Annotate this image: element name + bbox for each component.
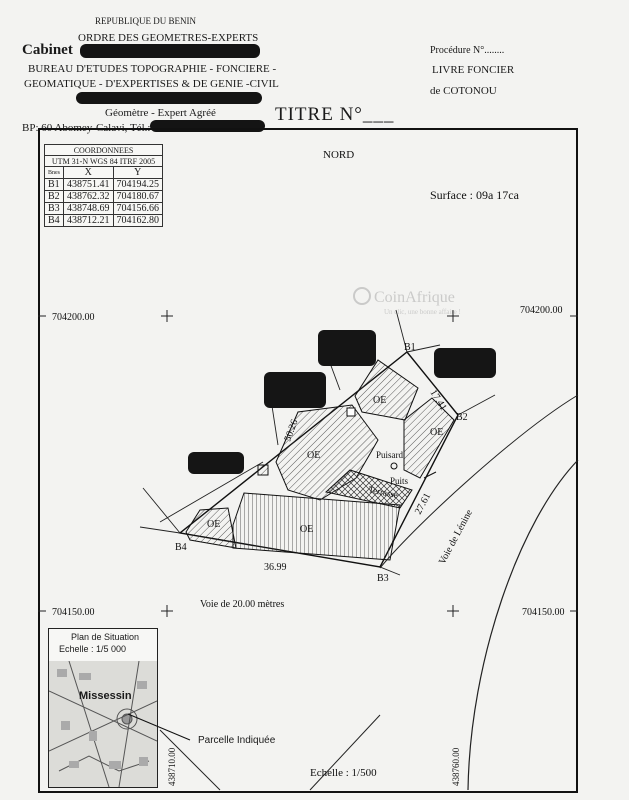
corner-b1: B1 bbox=[404, 342, 416, 353]
north-tick bbox=[423, 471, 437, 479]
road-line bbox=[309, 714, 381, 791]
small-structure bbox=[257, 464, 269, 476]
neighbour-lines bbox=[139, 309, 496, 576]
situation-place: Missessin bbox=[79, 690, 132, 702]
surface-label: Surface : 09a 17ca bbox=[430, 188, 520, 202]
corner-b3: B3 bbox=[377, 573, 389, 584]
building-oe-1 bbox=[354, 359, 419, 421]
building-oe-5 bbox=[185, 507, 237, 549]
situation-map: Missessin bbox=[49, 661, 157, 787]
redaction-cabinet bbox=[80, 44, 260, 58]
grid-x-left: 438710.00 bbox=[167, 747, 177, 786]
road-20m-label: Voie de 20.00 mètres bbox=[200, 599, 284, 610]
corner-b2: B2 bbox=[456, 412, 468, 423]
titre-label: TITRE N°___ bbox=[275, 104, 395, 125]
expert-label: Géomètre - Expert Agréé bbox=[105, 107, 216, 119]
oe-label: OE bbox=[300, 524, 313, 535]
redaction-name bbox=[76, 92, 262, 104]
distance-b3-b4: 36.99 bbox=[264, 562, 287, 573]
watermark-logo-icon bbox=[353, 287, 371, 305]
puits-label: Puits bbox=[390, 476, 409, 486]
bureau-label: BUREAU D'ETUDES TOPOGRAPHIE - FONCIERE - bbox=[28, 63, 277, 75]
situation-inset: Plan de Situation Echelle : 1/5 000 Miss… bbox=[48, 628, 158, 788]
procedure-label: Procédure N°........ bbox=[430, 45, 505, 56]
redaction-neighbour bbox=[188, 452, 244, 474]
oe-label: OE bbox=[207, 519, 220, 530]
grid-y-top-right: 704200.00 bbox=[520, 305, 563, 316]
oe-label: OE bbox=[373, 395, 386, 406]
coordinates-table: COORDONNEES UTM 31-N WGS 84 ITRF 2005 Bn… bbox=[44, 144, 163, 227]
parcel-indicated-label: Parcelle Indiquée bbox=[198, 735, 276, 746]
road-line bbox=[159, 729, 221, 791]
corner-b4: B4 bbox=[175, 542, 187, 553]
watermark-tagline: Un clic, une bonne affaire ! bbox=[384, 308, 461, 316]
grid-y-bottom-right: 704150.00 bbox=[522, 607, 565, 618]
situation-title: Plan de Situation bbox=[71, 632, 140, 642]
small-structure bbox=[346, 407, 356, 417]
terrace bbox=[324, 469, 413, 509]
north-label: NORD bbox=[323, 149, 354, 161]
situation-map-drawing bbox=[49, 661, 157, 787]
cabinet-label: Cabinet bbox=[22, 42, 73, 58]
scale-label: Echelle : 1/500 bbox=[310, 767, 377, 779]
redaction-neighbour bbox=[318, 330, 376, 366]
grid-crosses bbox=[38, 310, 578, 617]
republic-label: REPUBLIQUE DU BENIN bbox=[95, 16, 196, 26]
puisard-label: Puisard bbox=[376, 450, 404, 460]
watermark: CoinAfrique Un clic, une bonne affaire ! bbox=[353, 287, 461, 316]
road-curve bbox=[467, 459, 579, 791]
oe-label: OE bbox=[430, 427, 443, 438]
order-label: ORDRE DES GEOMETRES-EXPERTS bbox=[78, 32, 259, 44]
redaction-neighbour bbox=[264, 372, 326, 408]
redaction-neighbour bbox=[434, 348, 496, 378]
oe-label: OE bbox=[307, 450, 320, 461]
well-symbol bbox=[390, 462, 398, 470]
watermark-brand: CoinAfrique bbox=[374, 289, 455, 306]
grid-y-top-left: 704200.00 bbox=[52, 312, 95, 323]
cotonou-label: de COTONOU bbox=[430, 85, 497, 97]
building-oe-2 bbox=[403, 397, 455, 479]
geomatique-label: GEOMATIQUE - D'EXPERTISES & DE GENIE -CI… bbox=[24, 78, 279, 90]
grid-y-bottom-left: 704150.00 bbox=[52, 607, 95, 618]
situation-scale: Echelle : 1/5 000 bbox=[59, 644, 127, 654]
grid-x-right: 438760.00 bbox=[451, 747, 461, 786]
livre-foncier-label: LIVRE FONCIER bbox=[432, 64, 515, 76]
road-curve bbox=[379, 394, 579, 569]
